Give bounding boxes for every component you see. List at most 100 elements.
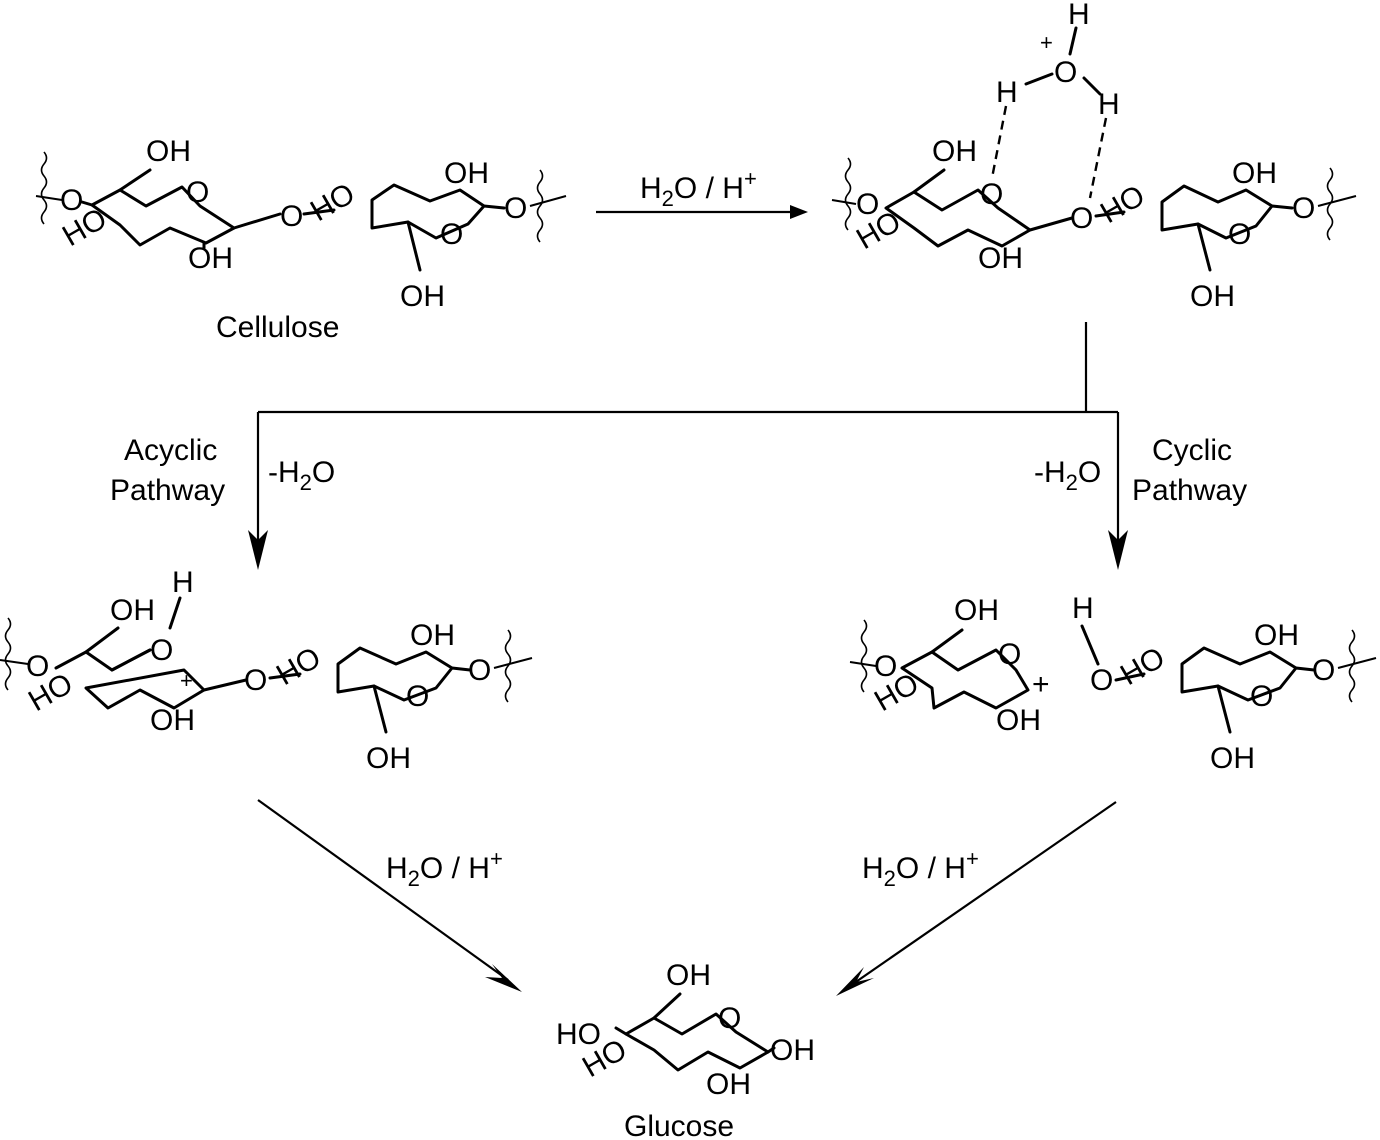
ch2-bond xyxy=(84,626,120,654)
arrow-head xyxy=(836,967,874,996)
wavy-bond-left xyxy=(844,157,852,231)
reagent-right-bottom: H2O / H+ xyxy=(862,846,979,891)
ch2-bond-2 xyxy=(372,684,388,734)
atom-o-ring2: O xyxy=(406,680,429,713)
bond-stub xyxy=(0,659,29,665)
oh-right-bond xyxy=(766,1046,776,1054)
glucose-molecule: OH O HO HO OH OH Glucose xyxy=(556,959,815,1140)
wavy-bond-right xyxy=(1326,167,1334,241)
h-bond-left xyxy=(1024,72,1054,86)
bond-stub xyxy=(831,199,857,205)
cyclic-line1: Cyclic xyxy=(1152,434,1232,467)
right-branch-head xyxy=(1108,530,1128,570)
bridge-bond-1 xyxy=(232,212,282,230)
atom-oh-bottom: OH xyxy=(706,1068,751,1101)
right-diagonal-arrow: H2O / H+ xyxy=(836,801,1117,996)
atom-o-ring2: O xyxy=(440,218,463,251)
left-branch-head xyxy=(248,530,268,570)
atom-h: H xyxy=(1072,592,1094,625)
atom-oh-bottom: OH xyxy=(188,242,233,275)
bridge-bond-1 xyxy=(202,678,248,692)
protonated-molecule: H + O H H OH O O HO OH O HO OH O O OH xyxy=(831,0,1357,313)
ch2-bond xyxy=(118,168,152,192)
atom-o-free: O xyxy=(1090,664,1113,697)
branch-lines xyxy=(248,322,1128,570)
bridge-bond-1 xyxy=(1028,216,1074,232)
atom-oh-top: OH xyxy=(954,594,999,627)
atom-oh-ch2: OH xyxy=(1190,280,1235,313)
atom-oh-ch2: OH xyxy=(400,280,445,313)
wavy-bond-right xyxy=(1348,629,1356,703)
atom-oh-bottom: OH xyxy=(978,242,1023,275)
o-bond xyxy=(80,200,94,207)
wavy-bond-left xyxy=(40,151,48,225)
arrow-shaft xyxy=(257,799,509,981)
atom-o-right: O xyxy=(504,192,527,225)
atom-oh-ch2: OH xyxy=(1210,742,1255,775)
wavy-bond-right xyxy=(536,169,544,243)
atom-oh-top2: OH xyxy=(1232,157,1277,190)
atom-o-ring: O xyxy=(718,1002,741,1035)
h-bond-top xyxy=(1068,26,1078,56)
reagent-left-bottom: H2O / H+ xyxy=(386,846,503,891)
atom-o-bridge: O xyxy=(1070,202,1093,235)
cyclic-line2: Pathway xyxy=(1132,474,1247,507)
o-bond-right xyxy=(1270,204,1294,210)
atom-ho-ring2: HO xyxy=(1115,641,1170,692)
acyclic-line1: Acyclic xyxy=(124,434,217,467)
atom-o-left: O xyxy=(60,184,83,217)
cyclic-pathway-label: Cyclic Pathway -H2O xyxy=(1034,434,1247,507)
atom-h-right: H xyxy=(1098,88,1120,121)
atom-h-top: H xyxy=(1068,0,1090,31)
h-bond-dashed-2 xyxy=(1088,117,1108,199)
ring-2 xyxy=(1160,184,1274,240)
atom-o-ring: O xyxy=(150,634,173,667)
ch2-bond xyxy=(652,992,682,1020)
atom-oh-right: OH xyxy=(770,1034,815,1067)
atom-o-hydronium: O xyxy=(1054,56,1077,89)
left-diagonal-arrow: H2O / H+ xyxy=(257,799,522,992)
ho-bond xyxy=(614,1026,628,1036)
bond-stub-right xyxy=(529,195,567,207)
atom-o-ring2: O xyxy=(1228,218,1251,251)
arrow-head xyxy=(790,205,808,219)
atom-o-left: O xyxy=(874,650,897,683)
arrow-shaft xyxy=(849,801,1117,987)
ch2-bond xyxy=(912,168,946,194)
ring-bond xyxy=(110,648,152,672)
atom-o-bridge: O xyxy=(280,200,303,233)
reagent-top: H2O / H+ xyxy=(640,166,757,211)
bridge-bond-2 xyxy=(268,672,302,680)
atom-ho-ring2: HO xyxy=(271,641,326,692)
bridge-bond-2 xyxy=(1094,210,1126,218)
arrow-head xyxy=(485,964,522,992)
atom-o-left: O xyxy=(26,650,49,683)
bond-stub xyxy=(849,661,877,667)
o-bond-right xyxy=(482,204,506,210)
ring-1 xyxy=(900,648,1030,710)
ring-2 xyxy=(336,646,454,702)
o-bond-right xyxy=(1294,666,1316,672)
atom-o-right: O xyxy=(1312,654,1335,687)
atom-o-bridge: O xyxy=(244,664,267,697)
hydronium-plus: + xyxy=(1040,30,1053,55)
h-bond-dashed-1 xyxy=(990,105,1008,179)
o-ring-bond xyxy=(1114,672,1146,682)
bond-stub-right xyxy=(1337,657,1377,669)
atom-h: H xyxy=(172,566,194,599)
atom-o-ring2: O xyxy=(1250,680,1273,713)
acyclic-intermediate: H OH O + O HO OH O HO OH O O OH xyxy=(0,566,533,775)
atom-oh-top2: OH xyxy=(1254,619,1299,652)
bond-stub xyxy=(35,195,63,201)
top-arrow: H2O / H+ xyxy=(596,166,808,219)
h-o-bond xyxy=(1080,624,1100,666)
atom-o-ring1: O xyxy=(186,176,209,209)
atom-oh-bottom: OH xyxy=(150,704,195,737)
glucose-label: Glucose xyxy=(624,1110,734,1140)
atom-oh-top: OH xyxy=(146,135,191,168)
atom-o-ring: O xyxy=(998,638,1021,671)
atom-h-left: H xyxy=(996,76,1018,109)
atom-o-right: O xyxy=(1292,192,1315,225)
atom-oh-top2: OH xyxy=(444,157,489,190)
cyclic-intermediate: OH O + O HO OH H O HO OH O O OH xyxy=(849,592,1377,775)
